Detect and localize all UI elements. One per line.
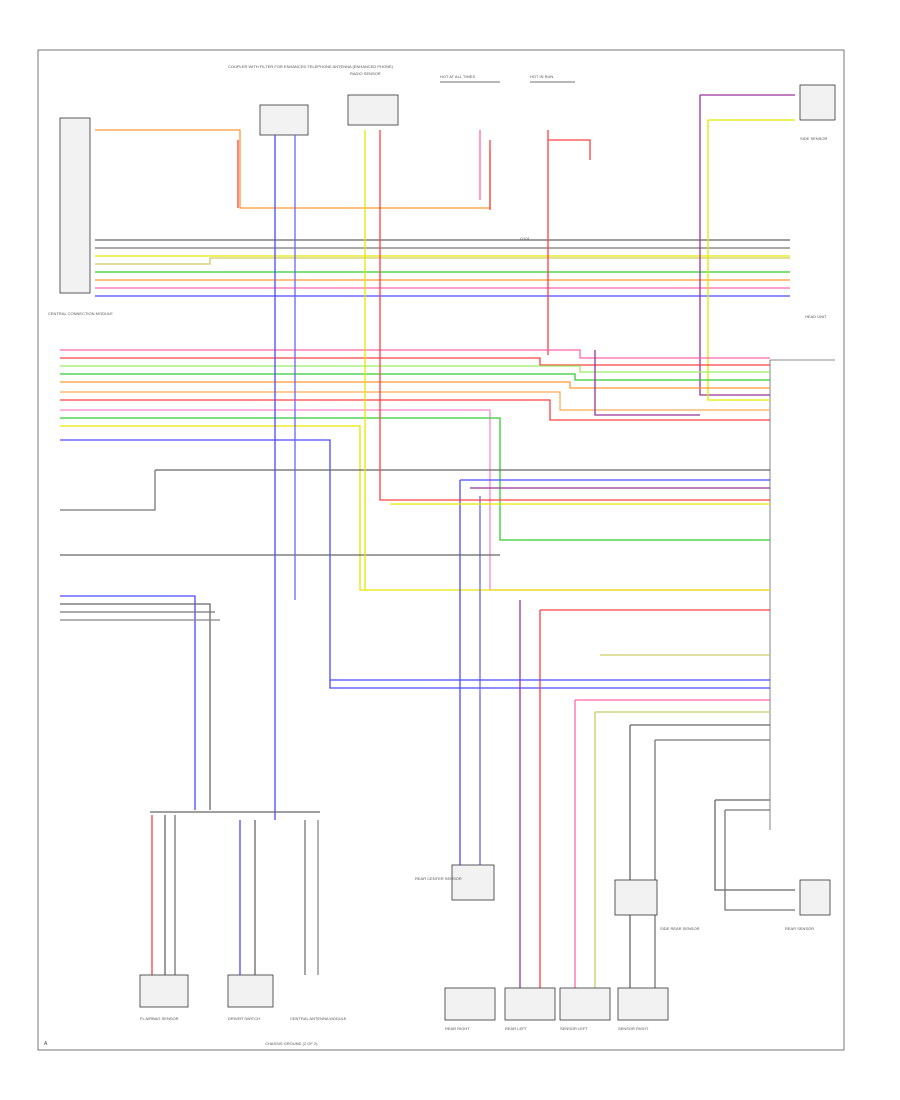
bottom-component-5 xyxy=(504,987,556,1021)
right-top-sensor-label: SIDE SENSOR xyxy=(800,136,827,141)
fuse-right-label: HOT IN RUN xyxy=(530,74,553,79)
bottom-component-1 xyxy=(139,974,189,1008)
mid-sensor-right-box xyxy=(614,879,658,916)
right-top-sensor-box xyxy=(799,84,836,121)
wire-pink-2 xyxy=(60,349,770,359)
bottom-label-2: DRIVER SWITCH xyxy=(228,1016,260,1021)
wire-blue-5 xyxy=(60,595,196,810)
wire-gray-12 xyxy=(724,809,795,911)
central-module-box xyxy=(59,117,91,294)
wire-pink-4 xyxy=(574,699,770,990)
wire-red-2 xyxy=(60,357,770,366)
wire-purple-2 xyxy=(594,350,700,416)
wire-red-fuse xyxy=(547,130,591,355)
wire-red-3 xyxy=(60,399,770,421)
horn-module-label: RADIO SENSOR xyxy=(350,71,381,76)
bottom-label-7: SENSOR RIGHT xyxy=(618,1026,649,1031)
wire-orange-3 xyxy=(60,391,770,411)
bottom-label-3: CENTRAL ANTENNA MODULE xyxy=(290,1016,347,1021)
diagram-frame xyxy=(37,49,845,1051)
footer-center: CHASSIS GROUND (2 OF 2) xyxy=(265,1041,318,1046)
wire-gray-9 xyxy=(629,724,770,990)
wire-green-3 xyxy=(60,417,770,541)
central-module-label: CENTRAL CONNECTION MODULE xyxy=(48,311,113,316)
mid-sensor-left-label: REAR CENTER SENSOR xyxy=(415,876,462,881)
wire-olive-1 xyxy=(95,257,790,265)
wire-red-5 xyxy=(539,609,770,990)
mid-sensor-right-label: SIDE REAR SENSOR xyxy=(660,926,700,931)
fuse-left-label: HOT AT ALL TIMES xyxy=(440,74,475,79)
wire-gray-4 xyxy=(60,470,156,511)
bottom-right-sensor-box xyxy=(799,879,831,916)
wire-gray-10 xyxy=(654,739,770,990)
bottom-label-5: REAR LEFT xyxy=(505,1026,528,1031)
wire-red-4 xyxy=(379,130,770,501)
ground-label: G101 xyxy=(520,236,531,241)
mid-sensor-left-box xyxy=(451,864,495,901)
right-mid-module-label: HEAD UNIT xyxy=(805,314,827,319)
wire-orange-top xyxy=(95,129,491,209)
bottom-label-1: FL AIRBAG SENSOR xyxy=(140,1016,179,1021)
wire-red-top xyxy=(237,140,491,210)
top-module-label: COUPLER WITH FILTER FOR ENHANCED TELEPHO… xyxy=(228,64,394,69)
wire-gray-11 xyxy=(714,799,795,891)
wire-lightgreen-2 xyxy=(60,365,770,373)
bottom-component-6 xyxy=(559,987,611,1021)
bottom-right-sensor-label: REAR SENSOR xyxy=(785,926,814,931)
footer-left: A xyxy=(44,1041,48,1047)
wire-yellow-2 xyxy=(60,425,770,591)
wire-blue-3 xyxy=(459,479,770,900)
wire-gray-6 xyxy=(60,603,211,810)
wire-orange-2 xyxy=(60,381,770,389)
wire-olive-2 xyxy=(594,711,770,990)
wire-blue-2 xyxy=(60,439,770,689)
bottom-label-4: REAR RIGHT xyxy=(445,1026,470,1031)
bottom-component-2 xyxy=(227,974,274,1008)
horn-module-box xyxy=(347,94,399,126)
top-module-box xyxy=(259,104,309,136)
wire-yellow-right xyxy=(707,119,795,401)
bottom-label-6: SENSOR LEFT xyxy=(560,1026,588,1031)
bottom-component-4 xyxy=(444,987,496,1021)
bottom-component-7 xyxy=(617,987,669,1021)
wire-green-2 xyxy=(60,373,770,381)
wire-purple-right xyxy=(699,94,795,396)
